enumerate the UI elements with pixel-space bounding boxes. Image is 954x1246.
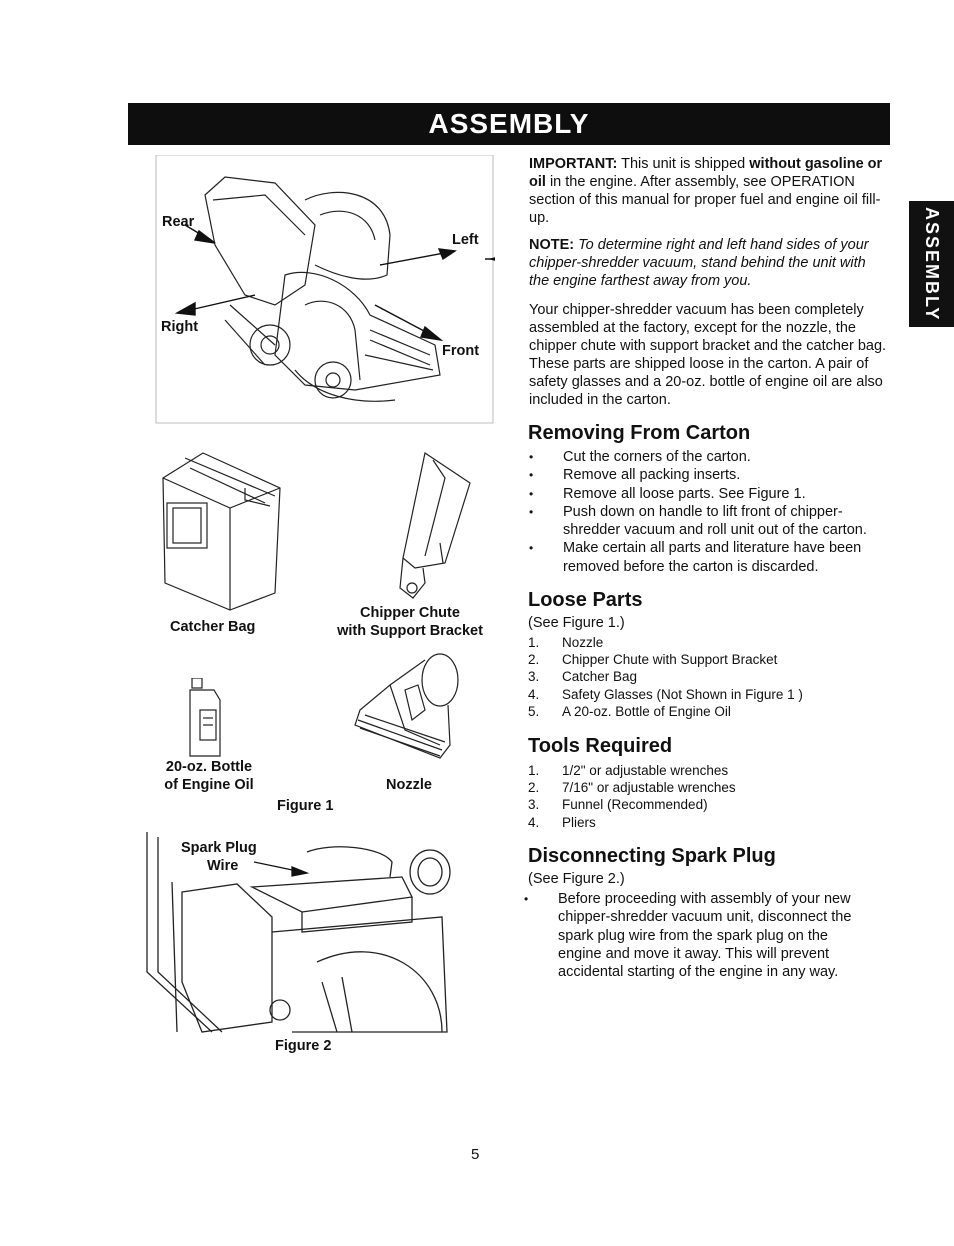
list-item: Remove all packing inserts. [527, 466, 887, 485]
list-item: Push down on handle to lift front of chi… [527, 503, 887, 540]
heading-removing-from-carton: Removing From Carton [528, 422, 751, 444]
list-item: Remove all loose parts. See Figure 1. [527, 485, 887, 504]
label-right: Right [161, 319, 199, 335]
list-item: Cut the corners of the carton. [527, 448, 887, 467]
note-paragraph: NOTE: To determine right and left hand s… [529, 236, 889, 290]
list-item: Before proceeding with assembly of your … [522, 890, 872, 981]
list-item: 4.Pliers [528, 814, 596, 830]
list-item: 4.Safety Glasses (Not Shown in Figure 1 … [528, 686, 803, 702]
figure2-caption: Figure 2 [275, 1038, 332, 1054]
heading-disconnecting-spark-plug: Disconnecting Spark Plug [528, 845, 776, 867]
figure1-caption: Figure 1 [277, 798, 334, 814]
intro-body: Your chipper-shredder vacuum has been co… [529, 302, 887, 408]
list-item: 1.1/2" or adjustable wrenches [528, 763, 729, 778]
list-item: 1.Nozzle [528, 635, 604, 650]
label-chipper-chute-line1: Chipper Chute [360, 605, 460, 621]
important-text-post: in the engine. After assembly, see OPERA… [529, 174, 881, 226]
label-rear: Rear [162, 214, 195, 230]
label-front: Front [442, 343, 480, 359]
heading-tools-required: Tools Required [528, 735, 673, 757]
loose-parts-see: (See Figure 1.) [528, 615, 625, 631]
important-paragraph: IMPORTANT: This unit is shipped without … [529, 155, 889, 227]
list-item: 5.A 20-oz. Bottle of Engine Oil [528, 703, 731, 719]
machine-illustration: Rear Left Right Front [155, 155, 495, 425]
nozzle-illustration [350, 650, 465, 765]
label-left: Left [452, 232, 479, 248]
section-banner: ASSEMBLY [128, 103, 890, 145]
catcher-bag-illustration [155, 448, 285, 613]
oil-bottle-illustration [186, 678, 226, 758]
loose-parts-list: 1.Nozzle 2.Chipper Chute with Support Br… [528, 634, 888, 720]
note-text: To determine right and left hand sides o… [529, 237, 869, 289]
important-label: IMPORTANT: [529, 156, 618, 172]
label-oil-bottle: 20-oz. Bottle of Engine Oil [150, 758, 268, 794]
page-number: 5 [471, 1146, 480, 1163]
important-text-pre: This unit is shipped [617, 156, 750, 172]
label-chipper-chute-line2: with Support Bracket [337, 623, 483, 639]
label-catcher-bag: Catcher Bag [170, 619, 256, 635]
section-title: ASSEMBLY [428, 108, 590, 139]
list-item: Make certain all parts and literature ha… [527, 539, 887, 576]
chipper-chute-illustration [385, 448, 475, 608]
note-label: NOTE: [529, 237, 575, 253]
list-item: 3.Catcher Bag [528, 669, 638, 685]
engine-illustration [142, 832, 454, 1037]
side-tab: ASSEMBLY [909, 201, 954, 327]
label-wire: Wire [207, 858, 239, 874]
spark-see: (See Figure 2.) [528, 871, 625, 887]
label-spark-plug: Spark Plug [181, 840, 257, 856]
label-nozzle: Nozzle [386, 777, 432, 793]
heading-loose-parts: Loose Parts [528, 589, 643, 611]
important-text-bold: without gasoline or oil [529, 156, 883, 190]
list-item: 2.7/16" or adjustable wrenches [528, 780, 736, 796]
label-chipper-chute: Chipper Chute with Support Bracket [330, 604, 490, 640]
label-oil-line1: 20-oz. Bottle [165, 759, 253, 775]
label-oil-line2: of Engine Oil [164, 777, 254, 793]
removing-list: Cut the corners of the carton. Remove al… [527, 448, 887, 576]
spark-list: Before proceeding with assembly of your … [522, 890, 872, 981]
list-item: 3.Funnel (Recommended) [528, 797, 708, 813]
side-tab-label: ASSEMBLY [922, 206, 942, 322]
list-item: 2.Chipper Chute with Support Bracket [528, 652, 778, 668]
tools-list: 1.1/2" or adjustable wrenches 2.7/16" or… [528, 762, 888, 831]
